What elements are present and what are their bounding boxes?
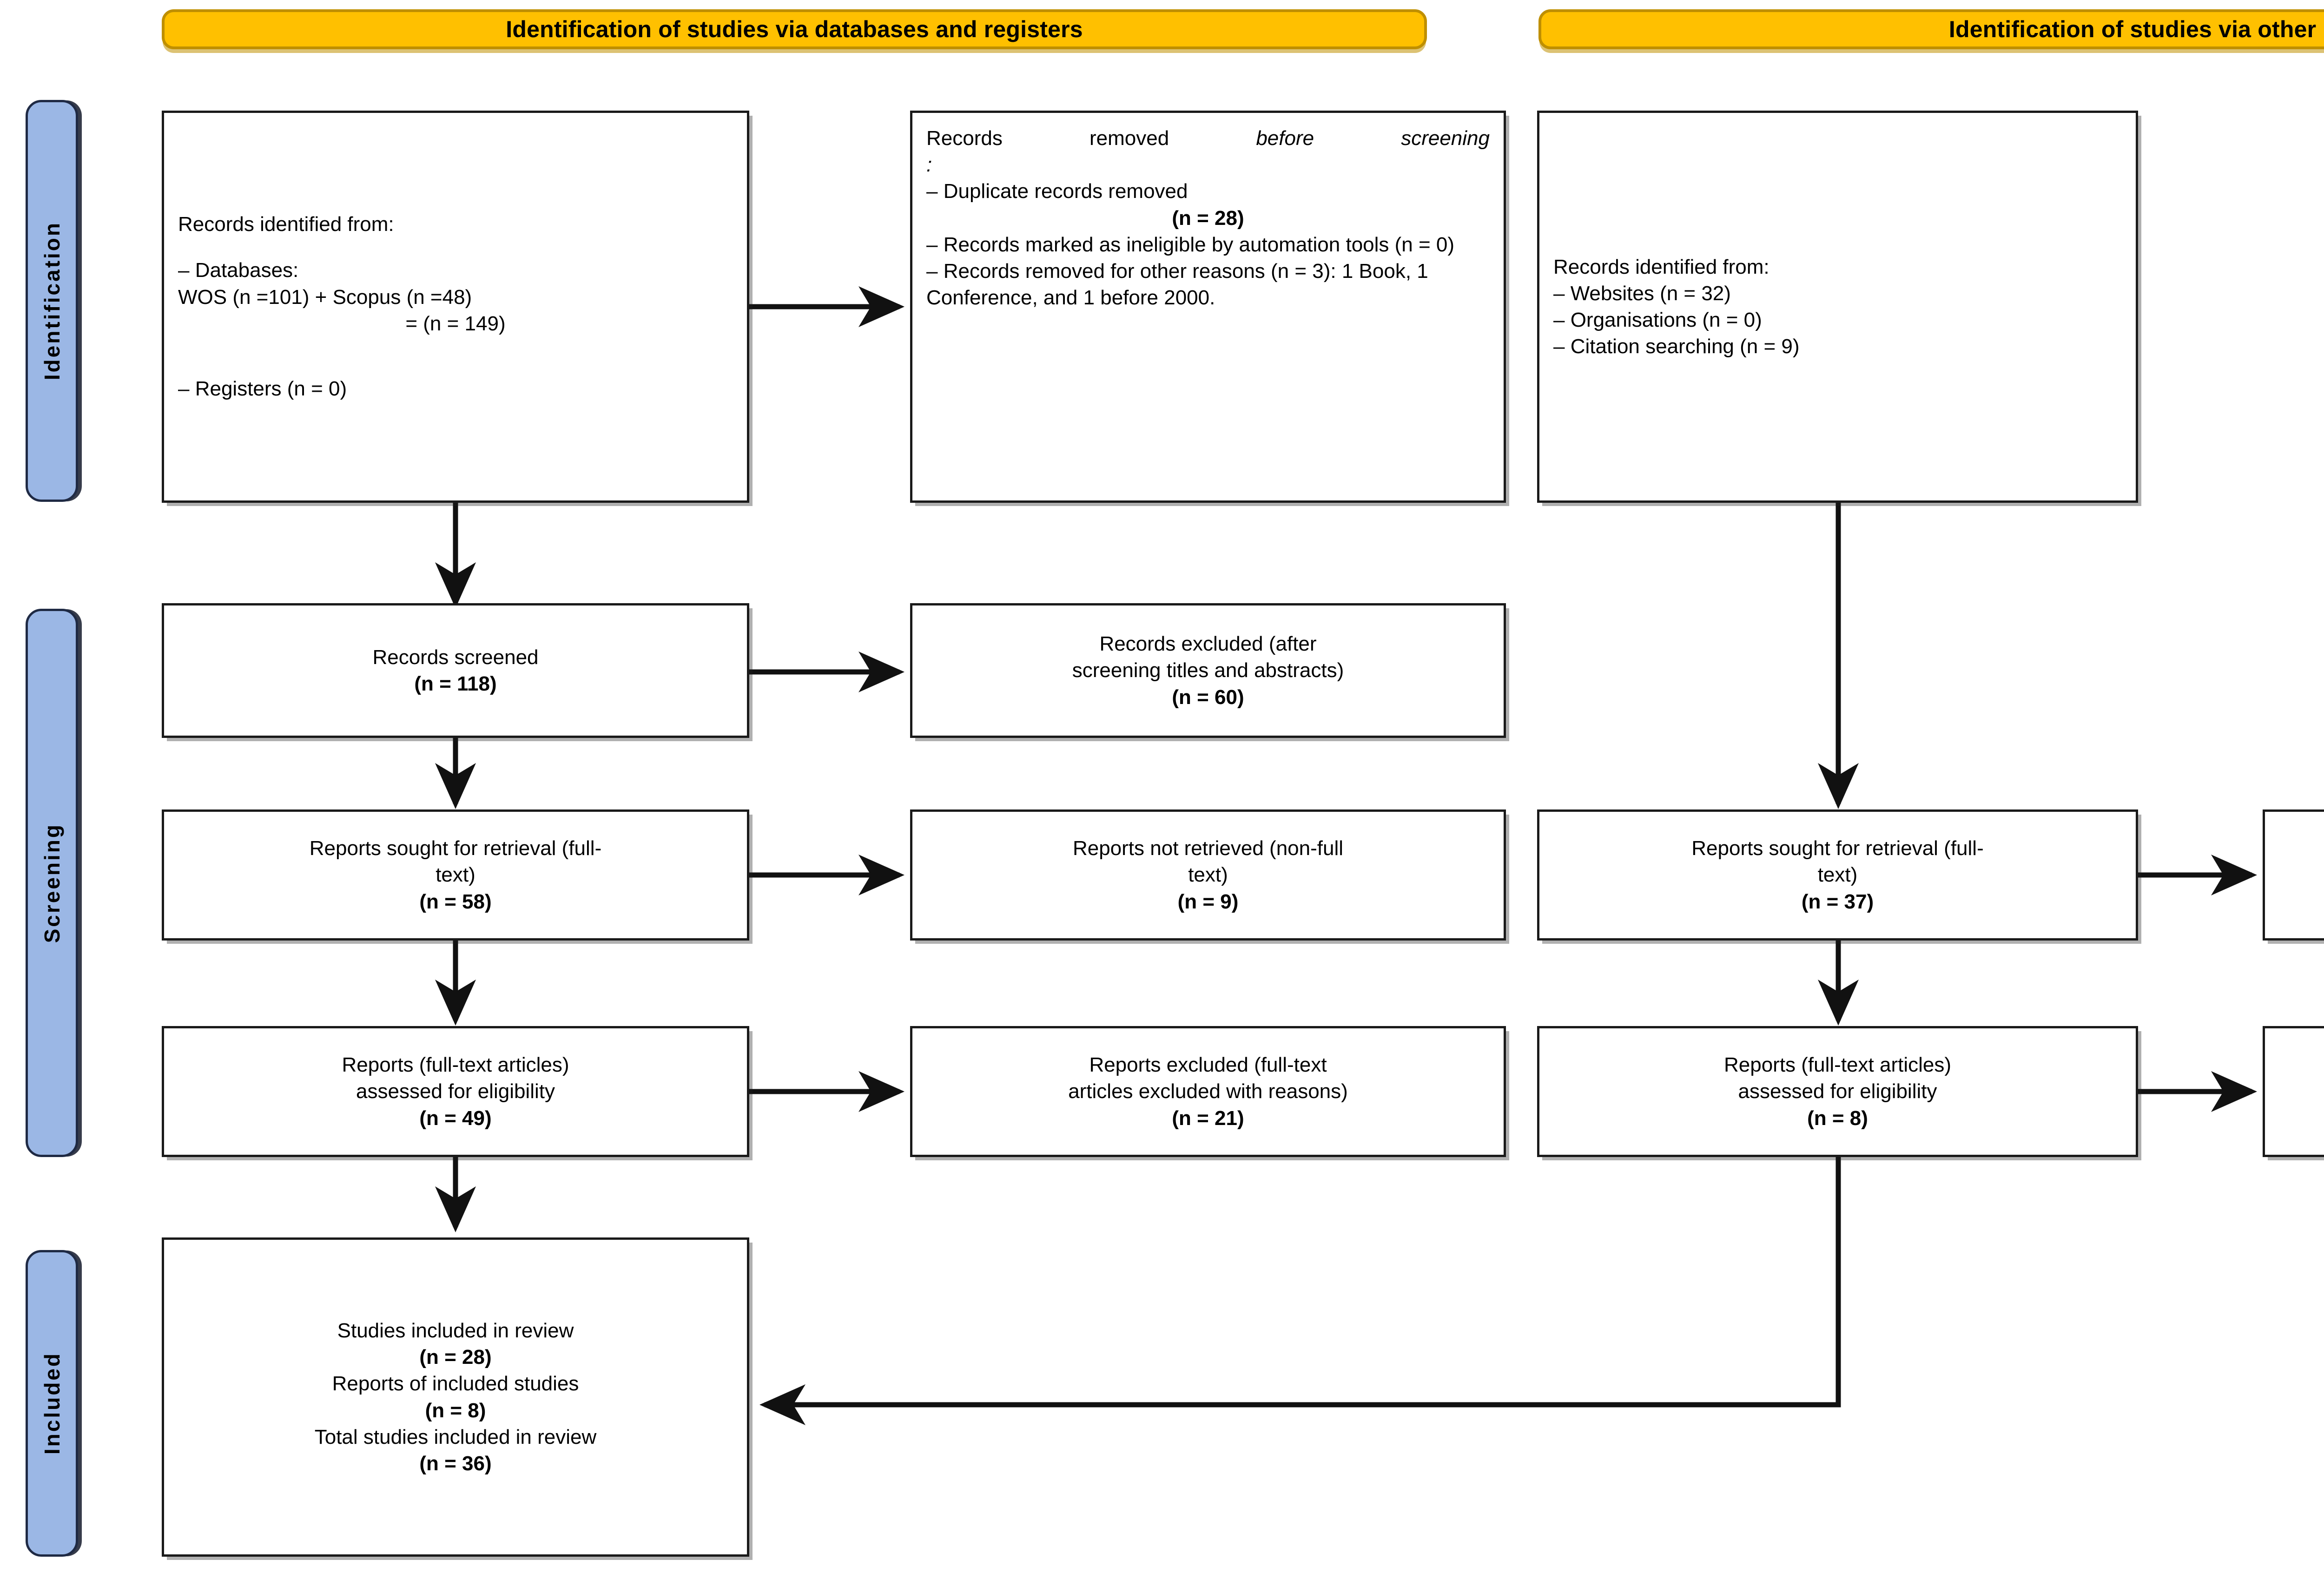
phase-label-identification: Identification: [26, 100, 78, 502]
reports-assessed-other-line1: Reports (full-text articles): [1723, 1053, 1951, 1077]
box-reports-assessed-other: Reports (full-text articles) assessed fo…: [1537, 1026, 2138, 1157]
studies-included-line1: Studies included in review: [337, 1319, 574, 1342]
reports-not-retrieved-other-line2: text): [2279, 862, 2324, 888]
box-reports-excluded-databases: Reports excluded (full-text articles exc…: [910, 1026, 1506, 1157]
box-records-excluded: Records excluded (after screening titles…: [910, 603, 1506, 738]
records-removed-head-colon: :: [926, 153, 932, 177]
records-identified-other-line4: – Citation searching (n = 9): [1553, 335, 1800, 358]
reports-excluded-other-line2: articles excluded with reasons): [2279, 1078, 2324, 1105]
reports-not-retrieved-other-line1: Reports not retrieved (non-full: [2279, 835, 2324, 862]
box-reports-excluded-other: Reports excluded (full-text articles exc…: [2263, 1026, 2324, 1157]
reports-sought-db-line1: Reports sought for retrieval (full-: [309, 837, 602, 860]
phase-label-screening: Screening: [26, 609, 78, 1157]
records-removed-bullet2: – Records marked as ineligible by automa…: [926, 233, 1455, 256]
studies-included-line2: (n = 28): [419, 1346, 492, 1369]
reports-excluded-db-line3: (n = 21): [1172, 1106, 1244, 1130]
box-reports-sought-databases: Reports sought for retrieval (full- text…: [162, 809, 749, 941]
banner-databases: Identification of studies via databases …: [162, 9, 1427, 49]
reports-sought-other-line2: text): [1817, 863, 1858, 887]
records-identified-other-line2: – Websites (n = 32): [1553, 282, 1731, 305]
records-removed-head-italic: before screening: [1256, 127, 1490, 150]
reports-sought-db-line2: text): [436, 863, 475, 887]
banner-other-methods-label: Identification of studies via other meth…: [1948, 16, 2324, 42]
box-reports-assessed-databases: Reports (full-text articles) assessed fo…: [162, 1026, 749, 1157]
records-identified-other-line3: – Organisations (n = 0): [1553, 309, 1762, 331]
reports-assessed-db-line1: Reports (full-text articles): [342, 1053, 569, 1077]
records-screened-line1: Records screened: [372, 645, 539, 669]
banner-databases-label: Identification of studies via databases …: [506, 16, 1083, 42]
records-removed-head-plain: Records removed: [926, 127, 1256, 150]
arrow-assessedother-to-included: [759, 1152, 1841, 1425]
phase-label-screening-text: Screening: [40, 822, 64, 943]
box-records-identified-other-methods: Records identified from: – Websites (n =…: [1537, 111, 2138, 503]
box-records-screened: Records screened (n = 118): [162, 603, 749, 738]
reports-sought-other-line1: Reports sought for retrieval (full-: [1691, 837, 1984, 860]
reports-not-retrieved-db-line1: Reports not retrieved (non-full: [1072, 837, 1344, 860]
box-records-identified-databases: Records identified from: – Databases: WO…: [162, 111, 749, 503]
records-excluded-line2: screening titles and abstracts): [1072, 659, 1344, 682]
reports-excluded-db-line2: articles excluded with reasons): [1068, 1080, 1348, 1103]
records-removed-bullet3: – Records removed for other reasons (n =…: [926, 259, 1428, 309]
records-identified-db-line3: – Databases:: [178, 259, 299, 282]
reports-not-retrieved-db-line2: text): [1188, 863, 1228, 887]
reports-assessed-db-line3: (n = 49): [419, 1106, 492, 1130]
reports-excluded-db-line1: Reports excluded (full-text: [1089, 1053, 1327, 1077]
phase-label-included: Included: [26, 1250, 78, 1557]
reports-sought-db-line3: (n = 58): [419, 890, 492, 913]
phase-label-identification-text: Identification: [40, 221, 64, 381]
phase-label-included-text: Included: [40, 1352, 64, 1455]
studies-included-line6: (n = 36): [419, 1452, 492, 1475]
studies-included-line3: Reports of included studies: [332, 1372, 579, 1395]
box-reports-not-retrieved-other: Reports not retrieved (non-full text) (n…: [2263, 809, 2324, 941]
records-excluded-line1: Records excluded (after: [1099, 632, 1317, 656]
reports-assessed-other-line2: assessed for eligibility: [1738, 1080, 1937, 1103]
records-identified-db-line7: – Registers (n = 0): [178, 377, 347, 401]
reports-not-retrieved-db-line3: (n = 9): [1177, 890, 1239, 913]
box-reports-sought-other: Reports sought for retrieval (full- text…: [1537, 809, 2138, 941]
records-identified-other-line1: Records identified from:: [1553, 255, 1769, 278]
records-identified-db-line5: = (n = 149): [405, 312, 506, 335]
studies-included-line5: Total studies included in review: [314, 1425, 597, 1448]
banner-other-methods: Identification of studies via other meth…: [1538, 9, 2324, 49]
records-removed-bullet1-n: (n = 28): [1172, 206, 1244, 230]
box-studies-included: Studies included in review (n = 28) Repo…: [162, 1237, 749, 1557]
studies-included-line4: (n = 8): [425, 1399, 486, 1422]
box-records-removed-before-screening: Records removed before screening : – Dup…: [910, 111, 1506, 503]
records-identified-db-line4: WOS (n =101) + Scopus (n =48): [178, 285, 472, 309]
reports-sought-other-line3: (n = 37): [1801, 890, 1874, 913]
records-identified-db-line1: Records identified from:: [178, 213, 394, 236]
reports-assessed-other-line3: (n = 8): [1807, 1106, 1868, 1130]
reports-excluded-other-line1: Reports excluded (full-text: [2279, 1052, 2324, 1078]
records-removed-bullet1: – Duplicate records removed: [926, 180, 1188, 203]
records-screened-line2: (n = 118): [414, 672, 497, 695]
records-excluded-line3: (n = 60): [1172, 685, 1244, 709]
box-reports-not-retrieved-databases: Reports not retrieved (non-full text) (n…: [910, 809, 1506, 941]
reports-assessed-db-line2: assessed for eligibility: [356, 1080, 555, 1103]
